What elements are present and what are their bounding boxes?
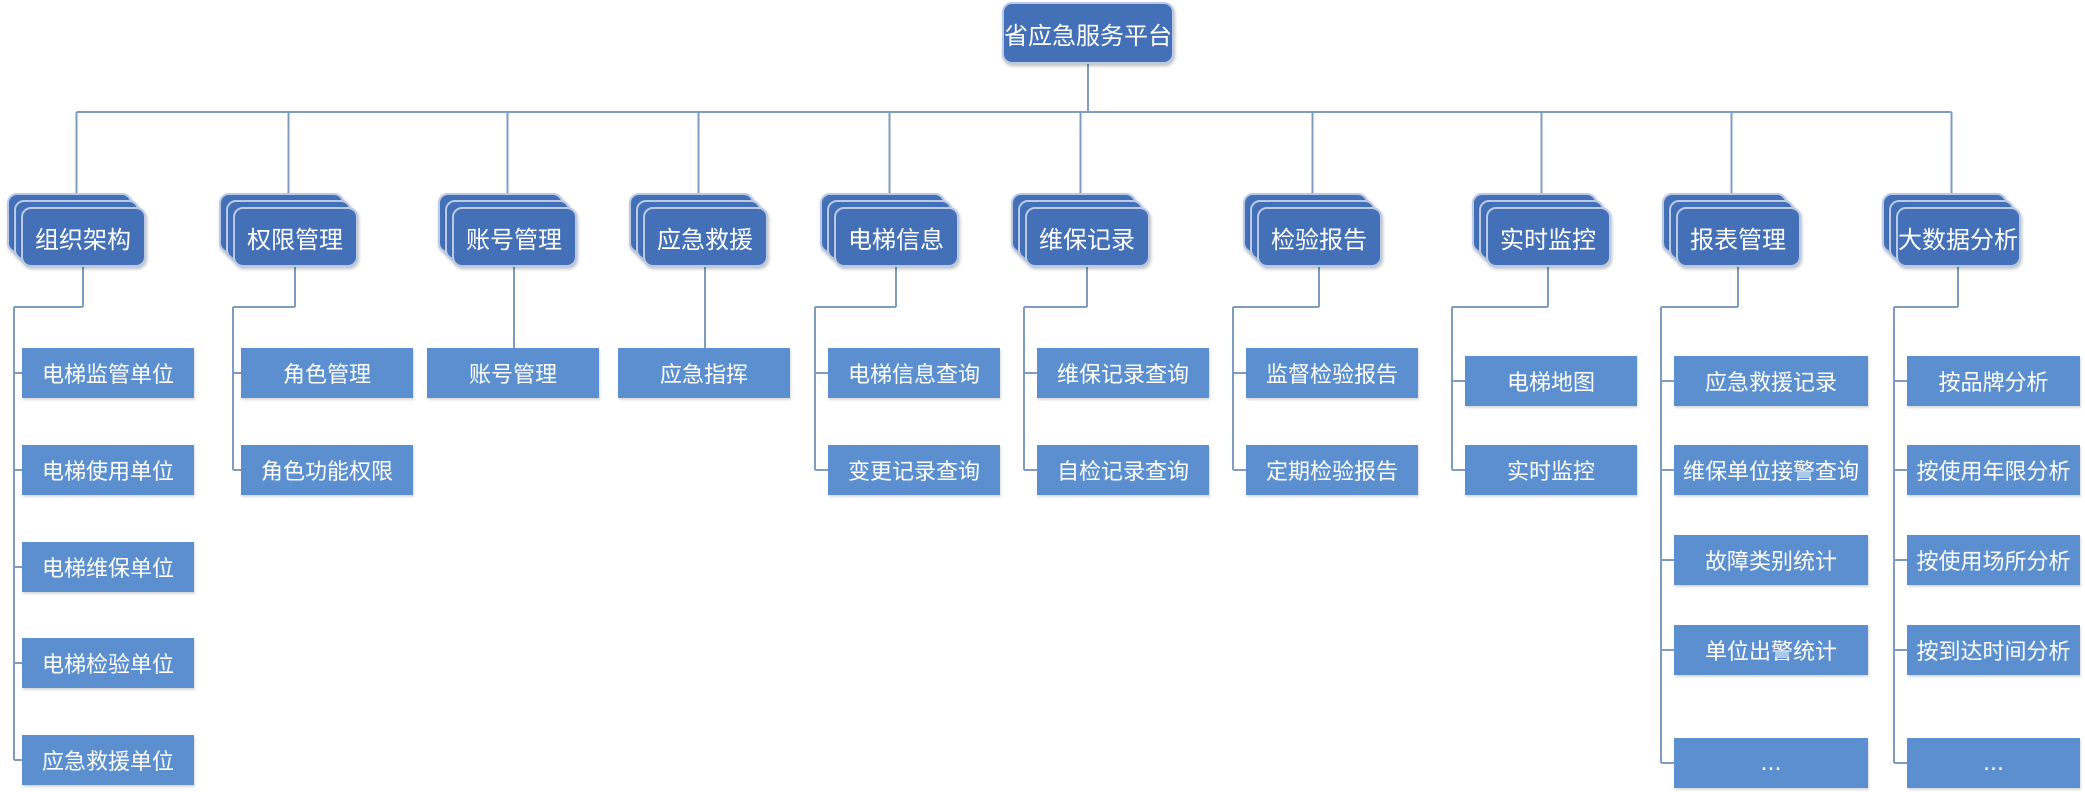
leaf-node-org-3[interactable]: 电梯检验单位 (22, 638, 194, 688)
category-node-rescue[interactable]: 应急救援 (628, 193, 768, 267)
category-label: 电梯信息 (833, 207, 959, 267)
leaf-node-maint-0[interactable]: 维保记录查询 (1037, 348, 1209, 398)
leaf-node-org-0[interactable]: 电梯监管单位 (22, 348, 194, 398)
category-node-elevator[interactable]: 电梯信息 (819, 193, 959, 267)
category-node-account[interactable]: 账号管理 (437, 193, 577, 267)
leaf-node-bigdata-4[interactable]: ... (1907, 738, 2080, 788)
category-node-bigdata[interactable]: 大数据分析 (1881, 193, 2021, 267)
leaf-node-account-0[interactable]: 账号管理 (427, 348, 599, 398)
leaf-node-inspect-1[interactable]: 定期检验报告 (1246, 445, 1418, 495)
leaf-node-bigdata-3[interactable]: 按到达时间分析 (1907, 625, 2080, 675)
category-node-monitor[interactable]: 实时监控 (1471, 193, 1611, 267)
leaf-node-bigdata-1[interactable]: 按使用年限分析 (1907, 445, 2080, 495)
leaf-node-elevator-0[interactable]: 电梯信息查询 (828, 348, 1000, 398)
leaf-node-maint-1[interactable]: 自检记录查询 (1037, 445, 1209, 495)
leaf-node-monitor-1[interactable]: 实时监控 (1465, 445, 1637, 495)
leaf-node-rescue-0[interactable]: 应急指挥 (618, 348, 790, 398)
leaf-node-perm-1[interactable]: 角色功能权限 (241, 445, 413, 495)
leaf-node-report-1[interactable]: 维保单位接警查询 (1674, 445, 1868, 495)
category-label: 实时监控 (1485, 207, 1611, 267)
category-node-inspect[interactable]: 检验报告 (1242, 193, 1382, 267)
leaf-node-org-2[interactable]: 电梯维保单位 (22, 542, 194, 592)
leaf-node-monitor-0[interactable]: 电梯地图 (1465, 356, 1637, 406)
leaf-node-org-4[interactable]: 应急救援单位 (22, 735, 194, 785)
category-label: 应急救援 (642, 207, 768, 267)
leaf-node-inspect-0[interactable]: 监督检验报告 (1246, 348, 1418, 398)
leaf-node-elevator-1[interactable]: 变更记录查询 (828, 445, 1000, 495)
category-label: 报表管理 (1675, 207, 1801, 267)
leaf-node-bigdata-2[interactable]: 按使用场所分析 (1907, 535, 2080, 585)
root-node[interactable]: 省应急服务平台 (1002, 2, 1174, 64)
category-label: 账号管理 (451, 207, 577, 267)
leaf-node-bigdata-0[interactable]: 按品牌分析 (1907, 356, 2080, 406)
category-label: 组织架构 (20, 207, 146, 267)
category-label: 权限管理 (232, 207, 358, 267)
leaf-node-report-4[interactable]: ... (1674, 738, 1868, 788)
category-label: 维保记录 (1024, 207, 1150, 267)
category-label: 检验报告 (1256, 207, 1382, 267)
category-node-maint[interactable]: 维保记录 (1010, 193, 1150, 267)
leaf-node-perm-0[interactable]: 角色管理 (241, 348, 413, 398)
leaf-node-org-1[interactable]: 电梯使用单位 (22, 445, 194, 495)
category-node-org[interactable]: 组织架构 (6, 193, 146, 267)
leaf-node-report-0[interactable]: 应急救援记录 (1674, 356, 1868, 406)
leaf-node-report-2[interactable]: 故障类别统计 (1674, 535, 1868, 585)
category-label: 大数据分析 (1895, 207, 2021, 267)
leaf-node-report-3[interactable]: 单位出警统计 (1674, 625, 1868, 675)
category-node-perm[interactable]: 权限管理 (218, 193, 358, 267)
category-node-report[interactable]: 报表管理 (1661, 193, 1801, 267)
